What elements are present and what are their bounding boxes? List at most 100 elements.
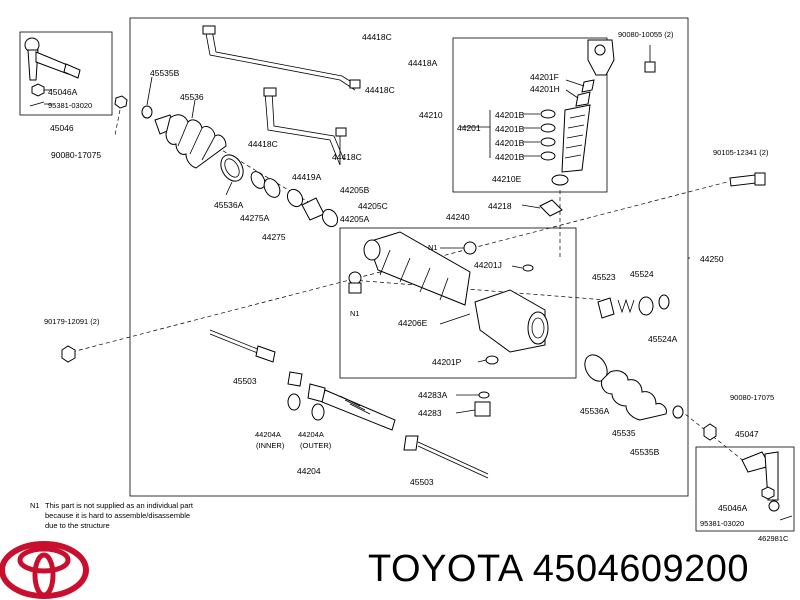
rack-end-upper	[209, 329, 303, 387]
bushing-n1-b	[348, 271, 362, 285]
boot-left	[154, 114, 227, 169]
label-44201j: 44201J	[474, 260, 502, 270]
pressure-pipes	[202, 25, 361, 166]
label-44210e: 44210E	[492, 174, 522, 184]
label-44419a: 44419A	[292, 172, 322, 182]
label-44418c-3: 44418C	[248, 139, 278, 149]
part-number: 4504609200	[532, 548, 750, 590]
ring-44204a-outer	[311, 403, 325, 421]
bolt-90080-10055	[644, 45, 656, 73]
label-44283a: 44283A	[418, 390, 448, 400]
label-44218: 44218	[488, 201, 512, 211]
inset-box-top-left	[19, 31, 113, 116]
label-44201b-3: 44201B	[495, 138, 525, 148]
label-45535: 45535	[612, 428, 636, 438]
clamp-45535b-bottom	[672, 405, 684, 419]
label-90105: 90105-12341 (2)	[713, 148, 769, 157]
brand-name: TOYOTA	[368, 548, 522, 590]
label-45536a-top: 45536A	[214, 200, 244, 210]
seal-rings-44201b	[540, 109, 556, 161]
label-44240: 44240	[446, 212, 470, 222]
ring-44275	[263, 178, 281, 198]
label-95381-bottom: 95381-03020	[700, 519, 744, 528]
ring-44204a-inner	[287, 393, 301, 411]
seal-44218	[539, 199, 563, 217]
nut-left	[114, 95, 128, 109]
boot-right	[584, 354, 667, 421]
rack-end-lower	[403, 435, 489, 479]
nut-90179	[61, 345, 76, 363]
label-45535b-bottom: 45535B	[630, 447, 660, 457]
label-44275: 44275	[262, 232, 286, 242]
label-45046-top: 45046	[50, 123, 74, 133]
label-44418c-1: 44418C	[362, 32, 392, 42]
label-95381-top: 95381-03020	[48, 101, 92, 110]
label-44201b-4: 44201B	[495, 152, 525, 162]
footnote-line-2: because it is hard to assemble/disassemb…	[45, 511, 190, 520]
label-45524: 45524	[630, 269, 654, 279]
label-45046a-bottom: 45046A	[718, 503, 748, 513]
label-44283: 44283	[418, 408, 442, 418]
label-44201p: 44201P	[432, 357, 462, 367]
seal-44205c	[301, 197, 325, 221]
label-45046a-top: 45046A	[48, 87, 78, 97]
label-44201h: 44201H	[530, 84, 560, 94]
label-fig-code: 462981C	[758, 534, 789, 543]
label-90179: 90179-12091 (2)	[44, 317, 100, 326]
seal-44201p	[485, 355, 499, 365]
nut-45524a	[658, 294, 670, 310]
label-44201b-1: 44201B	[495, 110, 525, 120]
cap-44283a	[478, 391, 490, 399]
label-90080-10055: 90080-10055 (2)	[618, 30, 674, 39]
bolt-90105	[729, 172, 766, 187]
plug-45523	[597, 297, 615, 319]
control-valve	[551, 39, 615, 186]
label-90080-right: 90080-17075	[730, 393, 774, 402]
nut-right	[703, 423, 717, 441]
label-45503-a: 45503	[233, 376, 257, 386]
label-44201b-2: 44201B	[495, 124, 525, 134]
toyota-logo	[0, 541, 89, 599]
seal-44205a	[321, 208, 339, 228]
ring-44275a	[250, 171, 266, 189]
label-44201f: 44201F	[530, 72, 559, 82]
label-outer: (OUTER)	[300, 441, 332, 450]
main-frame	[129, 17, 689, 497]
label-44210: 44210	[419, 110, 443, 120]
label-44418a: 44418A	[408, 58, 438, 68]
tie-rod-end-top	[24, 37, 81, 107]
seal-44205b	[286, 188, 304, 208]
label-45536a-bottom: 45536A	[580, 406, 610, 416]
label-inner: (INNER)	[256, 441, 285, 450]
brand-part-number: TOYOTA 4504609200	[368, 548, 749, 591]
rack-housing	[363, 231, 549, 353]
label-45523: 45523	[592, 272, 616, 282]
part-labels: 45046 45046A 95381-03020 90080-17075 455…	[44, 30, 789, 543]
label-n1-b: N1	[350, 309, 360, 318]
label-44205c: 44205C	[358, 201, 388, 211]
yoke-45524	[638, 296, 654, 316]
clamp-top	[141, 105, 153, 119]
label-44204a-inner: 44204A	[255, 430, 281, 439]
label-n1-a: N1	[428, 243, 438, 252]
label-44201: 44201	[457, 123, 481, 133]
footnote-marker: N1	[30, 501, 40, 510]
footnote: N1 This part is not supplied as an indiv…	[30, 501, 194, 530]
label-44205b: 44205B	[340, 185, 370, 195]
seal-44201j	[522, 264, 534, 272]
valve-box	[452, 37, 608, 193]
footnote-line-3: due to the structure	[45, 521, 110, 530]
label-44205a: 44205A	[340, 214, 370, 224]
label-45536: 45536	[180, 92, 204, 102]
spring-45524	[617, 298, 635, 314]
footnote-line-1: This part is not supplied as an individu…	[45, 501, 194, 510]
steering-rack	[307, 383, 396, 431]
label-44275a: 44275A	[240, 213, 270, 223]
label-44250: 44250	[700, 254, 724, 264]
clamp-45536a	[220, 154, 244, 182]
housing-box	[339, 227, 577, 379]
label-44204: 44204	[297, 466, 321, 476]
cap-44283	[474, 401, 491, 417]
label-44418c-4: 44418C	[332, 152, 362, 162]
